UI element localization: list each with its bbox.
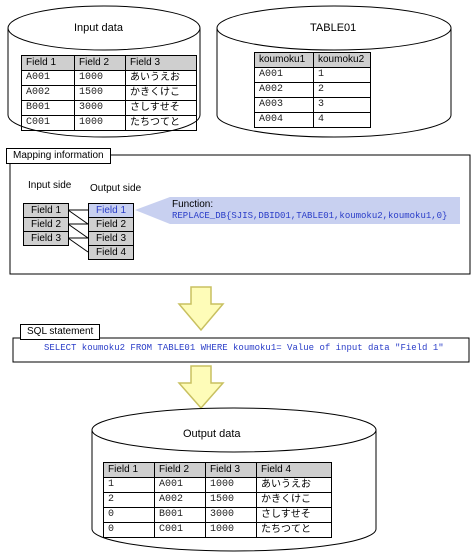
table-cell: C001 xyxy=(154,522,206,538)
table-cell: さしすせそ xyxy=(256,507,332,523)
table-row: C001 1000 たちつてと xyxy=(21,115,197,131)
table-cell: 1 xyxy=(103,477,155,493)
table-header-row: koumoku1 koumoku2 xyxy=(254,52,371,68)
table-row: A003 3 xyxy=(254,97,371,113)
table-cell: A002 xyxy=(154,492,206,508)
sql-tab-label: SQL statement xyxy=(20,324,101,340)
column-header: Field 1 xyxy=(21,55,75,71)
table-row: 2 A002 1500 かきくけこ xyxy=(103,492,332,508)
table-row: A002 1500 かきくけこ xyxy=(21,85,197,101)
input-data-table: Field 1 Field 2 Field 3 A001 1000 あいうえお … xyxy=(21,55,197,131)
table-cell: B001 xyxy=(154,507,206,523)
table-row: 0 B001 3000 さしすせそ xyxy=(103,507,332,523)
table-cell: 0 xyxy=(103,507,155,523)
table01-table: koumoku1 koumoku2 A001 1 A002 2 A003 3 A… xyxy=(254,52,371,128)
table-row: A002 2 xyxy=(254,82,371,98)
table-cell: 0 xyxy=(103,522,155,538)
function-text: REPLACE_DB{SJIS,DBID01,TABLE01,koumoku2,… xyxy=(172,211,448,221)
column-header: Field 1 xyxy=(103,462,155,478)
sql-statement: SELECT koumoku2 FROM TABLE01 WHERE koumo… xyxy=(44,343,444,353)
table-cell: さしすせそ xyxy=(125,100,197,116)
table-cell: A001 xyxy=(154,477,206,493)
column-header: Field 4 xyxy=(256,462,332,478)
table-header-row: Field 1 Field 2 Field 3 Field 4 xyxy=(103,462,332,478)
input-field-3: Field 3 xyxy=(23,231,69,246)
table-row: 1 A001 1000 あいうえお xyxy=(103,477,332,493)
table-cell: あいうえお xyxy=(256,477,332,493)
output-data-table: Field 1 Field 2 Field 3 Field 4 1 A001 1… xyxy=(103,462,332,538)
column-header: Field 3 xyxy=(205,462,257,478)
table-header-row: Field 1 Field 2 Field 3 xyxy=(21,55,197,71)
table-cell: たちつてと xyxy=(125,115,197,131)
table-cell: C001 xyxy=(21,115,75,131)
table-cell: A002 xyxy=(254,82,314,98)
down-arrow-2 xyxy=(177,365,225,410)
table-cell: A003 xyxy=(254,97,314,113)
table-cell: 3000 xyxy=(74,100,126,116)
mapping-connectors xyxy=(67,209,89,253)
table-row: 0 C001 1000 たちつてと xyxy=(103,522,332,538)
output-field-3: Field 3 xyxy=(88,231,134,246)
mapping-tab-label: Mapping information xyxy=(6,148,111,164)
input-data-title: Input data xyxy=(74,22,123,34)
input-field-1: Field 1 xyxy=(23,203,69,218)
column-header: koumoku1 xyxy=(254,52,314,68)
column-header: koumoku2 xyxy=(313,52,371,68)
table-row: A004 4 xyxy=(254,112,371,128)
table-cell: A004 xyxy=(254,112,314,128)
table-cell: A002 xyxy=(21,85,75,101)
table-cell: 1500 xyxy=(74,85,126,101)
input-side-label: Input side xyxy=(28,180,72,191)
table-cell: かきくけこ xyxy=(125,85,197,101)
output-field-1-highlighted: Field 1 xyxy=(88,203,134,218)
column-header: Field 3 xyxy=(125,55,197,71)
output-field-4: Field 4 xyxy=(88,245,134,260)
output-side-label: Output side xyxy=(90,183,142,194)
table-cell: 1000 xyxy=(74,115,126,131)
table-cell: A001 xyxy=(21,70,75,86)
table01-title: TABLE01 xyxy=(310,22,357,34)
table-cell: たちつてと xyxy=(256,522,332,538)
column-header: Field 2 xyxy=(154,462,206,478)
function-callout xyxy=(135,197,460,224)
table-cell: 2 xyxy=(313,82,371,98)
table-cell: B001 xyxy=(21,100,75,116)
function-label: Function: xyxy=(172,199,214,210)
output-data-title: Output data xyxy=(183,428,241,440)
table-cell: 3000 xyxy=(205,507,257,523)
table-cell: 1500 xyxy=(205,492,257,508)
table-row: B001 3000 さしすせそ xyxy=(21,100,197,116)
table-cell: 1000 xyxy=(205,477,257,493)
input-field-2: Field 2 xyxy=(23,217,69,232)
table-row: A001 1000 あいうえお xyxy=(21,70,197,86)
table-cell: A001 xyxy=(254,67,314,83)
table-cell: かきくけこ xyxy=(256,492,332,508)
table-cell: あいうえお xyxy=(125,70,197,86)
table-row: A001 1 xyxy=(254,67,371,83)
table-cell: 1000 xyxy=(74,70,126,86)
table-cell: 3 xyxy=(313,97,371,113)
table-cell: 1000 xyxy=(205,522,257,538)
output-field-2: Field 2 xyxy=(88,217,134,232)
table-cell: 2 xyxy=(103,492,155,508)
down-arrow-1 xyxy=(177,286,225,332)
sql-frame xyxy=(12,337,470,363)
table-cell: 1 xyxy=(313,67,371,83)
table-cell: 4 xyxy=(313,112,371,128)
column-header: Field 2 xyxy=(74,55,126,71)
